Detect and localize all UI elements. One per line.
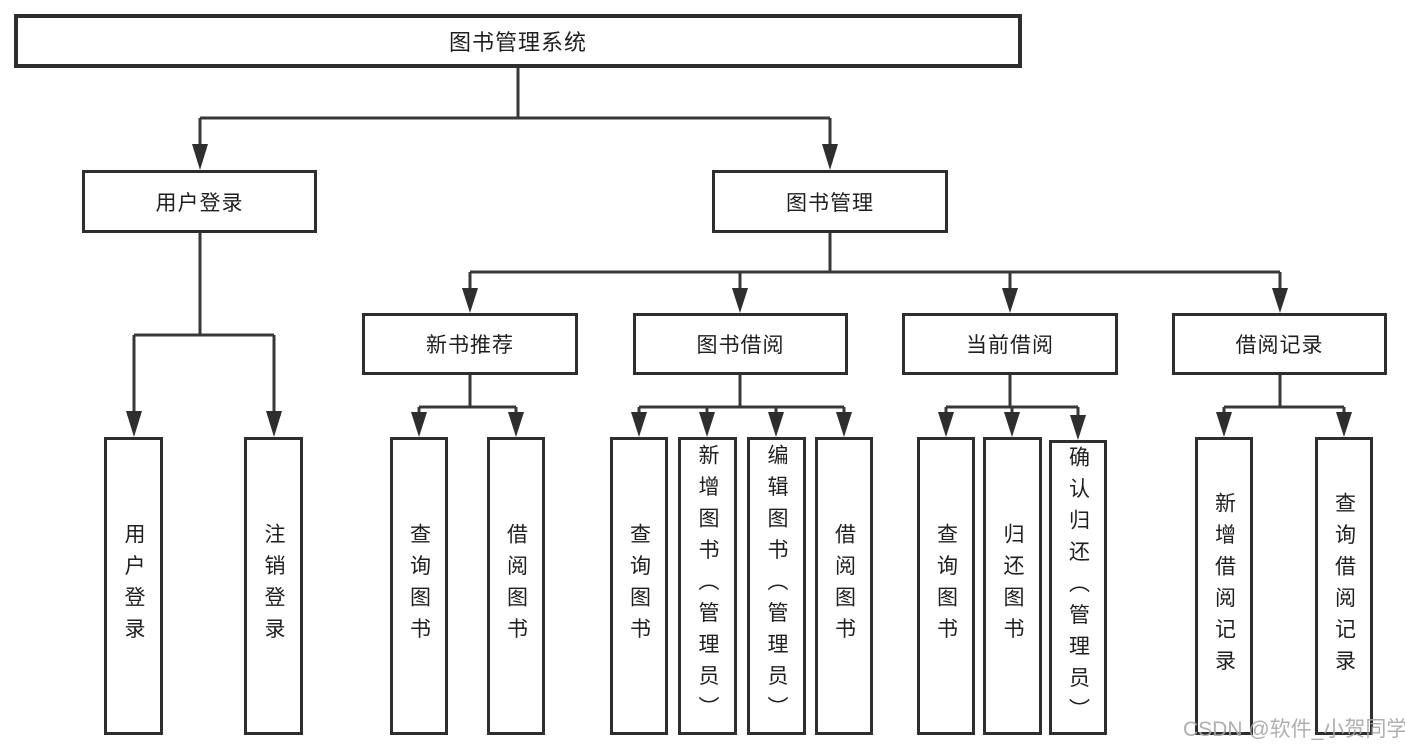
node-confirm-return-admin: 确认归还（管理员） bbox=[1049, 440, 1107, 735]
node-label: 借阅图书 bbox=[832, 523, 856, 649]
node-logout: 注销登录 bbox=[244, 437, 303, 735]
node-label: 借阅图书 bbox=[504, 523, 528, 649]
node-label: 新书推荐 bbox=[426, 334, 514, 357]
node-query-books-recommend: 查询图书 bbox=[390, 437, 448, 735]
node-label: 借阅记录 bbox=[1235, 334, 1324, 357]
node-new-book-recommendation: 新书推荐 bbox=[362, 313, 578, 375]
node-label: 查询借阅记录 bbox=[1332, 491, 1356, 681]
node-book-management: 图书管理 bbox=[712, 170, 948, 233]
node-label: 查询图书 bbox=[627, 523, 651, 649]
node-label: 确认归还（管理员） bbox=[1066, 445, 1090, 730]
node-add-borrow-record: 新增借阅记录 bbox=[1195, 437, 1253, 735]
node-borrow-books-recommend: 借阅图书 bbox=[487, 437, 545, 735]
node-user-login-leaf: 用户登录 bbox=[104, 437, 163, 735]
node-label: 图书借阅 bbox=[696, 334, 785, 357]
node-label: 新增图书（管理员） bbox=[696, 444, 719, 728]
node-label: 用户登录 bbox=[122, 523, 145, 649]
node-label: 图书管理 bbox=[786, 191, 874, 215]
node-query-books-borrow: 查询图书 bbox=[610, 437, 668, 735]
node-current-borrowing: 当前借阅 bbox=[902, 313, 1118, 375]
csdn-watermark: CSDN @软件_小贺同学 bbox=[1183, 718, 1405, 741]
node-label: 查询图书 bbox=[407, 523, 431, 649]
node-label: 新增借阅记录 bbox=[1212, 491, 1236, 681]
node-label: 用户登录 bbox=[155, 191, 244, 215]
node-query-borrow-record: 查询借阅记录 bbox=[1315, 437, 1373, 735]
node-borrowing-records: 借阅记录 bbox=[1172, 313, 1387, 375]
node-borrow-books: 借阅图书 bbox=[815, 437, 873, 735]
node-label: 查询图书 bbox=[934, 523, 958, 649]
node-label: 注销登录 bbox=[262, 523, 285, 649]
node-label: 当前借阅 bbox=[966, 334, 1054, 357]
node-user-login: 用户登录 bbox=[82, 170, 317, 233]
node-add-books-admin: 新增图书（管理员） bbox=[678, 437, 737, 735]
node-label: 归还图书 bbox=[1001, 523, 1024, 649]
node-label: 图书管理系统 bbox=[448, 30, 587, 55]
node-book-borrowing: 图书借阅 bbox=[633, 313, 848, 375]
node-label: 编辑图书（管理员） bbox=[765, 444, 788, 728]
node-query-books-current: 查询图书 bbox=[917, 437, 975, 735]
node-library-management-system: 图书管理系统 bbox=[14, 14, 1022, 68]
node-edit-books-admin: 编辑图书（管理员） bbox=[747, 437, 806, 735]
node-return-books: 归还图书 bbox=[983, 437, 1042, 735]
